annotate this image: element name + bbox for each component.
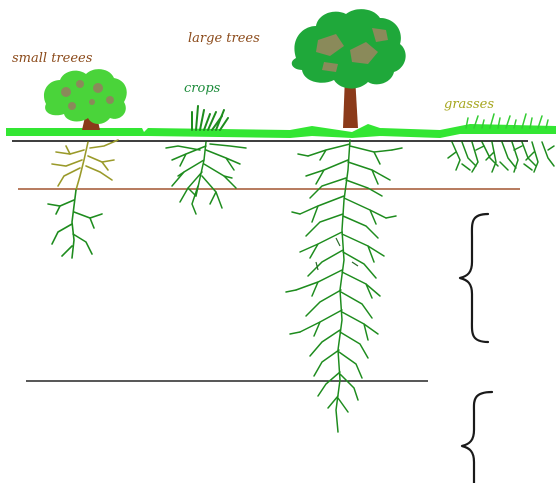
label-small-trees: small treees <box>12 51 93 66</box>
label-crops: crops <box>184 81 221 96</box>
label-grasses: grasses <box>444 97 494 112</box>
small-tree-crown <box>44 69 127 124</box>
large-tree <box>292 9 406 128</box>
large-tree-roots <box>286 140 402 432</box>
large-tree-crown <box>292 9 406 89</box>
grass-roots <box>448 142 554 172</box>
crops-plant <box>192 106 228 130</box>
curly-brace-lower <box>462 392 492 483</box>
curly-brace-upper <box>460 214 488 342</box>
label-large-trees: large trees <box>188 31 260 46</box>
crop-roots <box>166 142 246 214</box>
small-tree <box>44 69 127 130</box>
small-tree-roots <box>48 140 118 258</box>
